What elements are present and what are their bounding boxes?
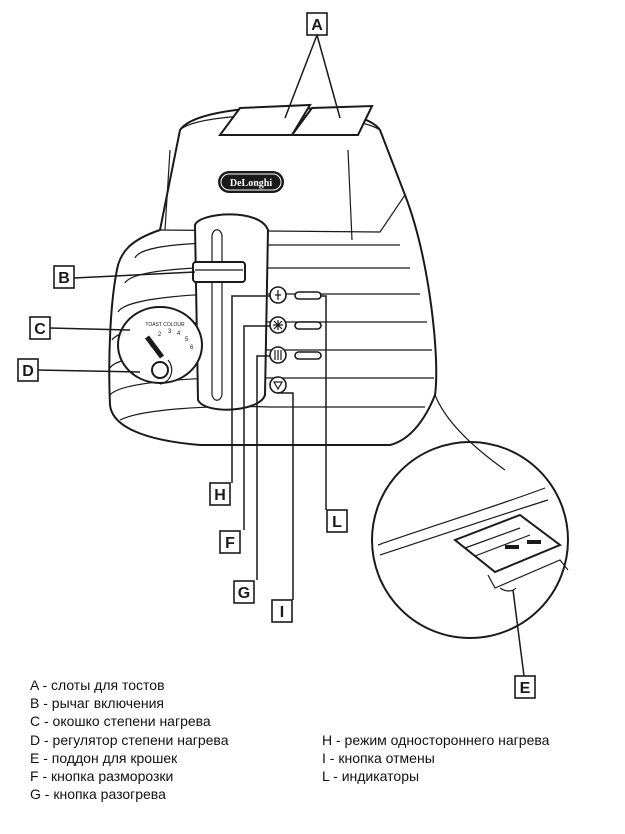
dial-number: 5 bbox=[185, 337, 189, 343]
one-side-button[interactable] bbox=[269, 286, 287, 304]
callout-A: A bbox=[306, 12, 328, 36]
svg-text:F: F bbox=[225, 535, 235, 552]
lever[interactable] bbox=[192, 261, 246, 283]
legend-item: I - кнопка отмены bbox=[322, 750, 435, 767]
legend-item: H - режим одностороннего нагрева bbox=[322, 732, 550, 748]
legend-item: G - кнопка разогрева bbox=[30, 786, 166, 803]
svg-text:L: L bbox=[332, 514, 342, 531]
crumb-tray-zoom bbox=[371, 394, 569, 639]
callout-F: F bbox=[219, 530, 241, 554]
callout-E: E bbox=[514, 675, 536, 699]
dial-number: 6 bbox=[190, 345, 194, 351]
legend-item: D - регулятор степени нагрева bbox=[30, 731, 229, 748]
legend-item: C - окошко степени нагрева bbox=[30, 713, 211, 730]
legend-item: L - индикаторы bbox=[322, 768, 420, 785]
defrost-button[interactable] bbox=[269, 316, 287, 334]
legend-left: A - слоты для тостов B - рычаг включения… bbox=[30, 676, 229, 803]
legend-item: F - кнопка разморозки bbox=[30, 768, 174, 785]
callout-L: L bbox=[326, 509, 348, 533]
leader-lines bbox=[35, 34, 525, 677]
dial-number: 2 bbox=[158, 332, 162, 338]
svg-text:H: H bbox=[214, 487, 226, 504]
brand-logo-text: DeLonghi bbox=[230, 178, 272, 189]
legend-right: H - режим одностороннего нагрева I - кно… bbox=[322, 731, 549, 786]
svg-text:C: C bbox=[34, 321, 46, 338]
svg-text:D: D bbox=[22, 363, 34, 380]
brand-logo: DeLonghi bbox=[218, 171, 284, 193]
dial-label: TOAST COLOUR bbox=[145, 322, 185, 328]
dial-number: 3 bbox=[168, 329, 172, 335]
toaster-body bbox=[108, 106, 438, 446]
cancel-button[interactable] bbox=[269, 376, 287, 394]
svg-text:A: A bbox=[311, 17, 323, 34]
legend-item: B - рычаг включения bbox=[30, 695, 164, 712]
bread-slots bbox=[218, 103, 374, 136]
legend-item: A - слоты для тостов bbox=[30, 677, 165, 693]
reheat-button[interactable] bbox=[269, 346, 287, 364]
callout-D: D bbox=[17, 358, 39, 382]
svg-text:E: E bbox=[520, 680, 531, 697]
callout-G: G bbox=[233, 580, 255, 604]
dial-number: 4 bbox=[177, 331, 181, 337]
callout-B: B bbox=[53, 265, 75, 289]
svg-text:G: G bbox=[238, 585, 250, 602]
svg-text:I: I bbox=[280, 604, 284, 621]
callout-H: H bbox=[209, 482, 231, 506]
callout-I: I bbox=[271, 599, 293, 623]
legend-item: E - поддон для крошек bbox=[30, 749, 178, 766]
browning-dial[interactable]: TOAST COLOUR 1 2 3 4 5 6 bbox=[117, 306, 203, 385]
callout-C: C bbox=[29, 316, 51, 340]
svg-text:B: B bbox=[58, 270, 70, 287]
